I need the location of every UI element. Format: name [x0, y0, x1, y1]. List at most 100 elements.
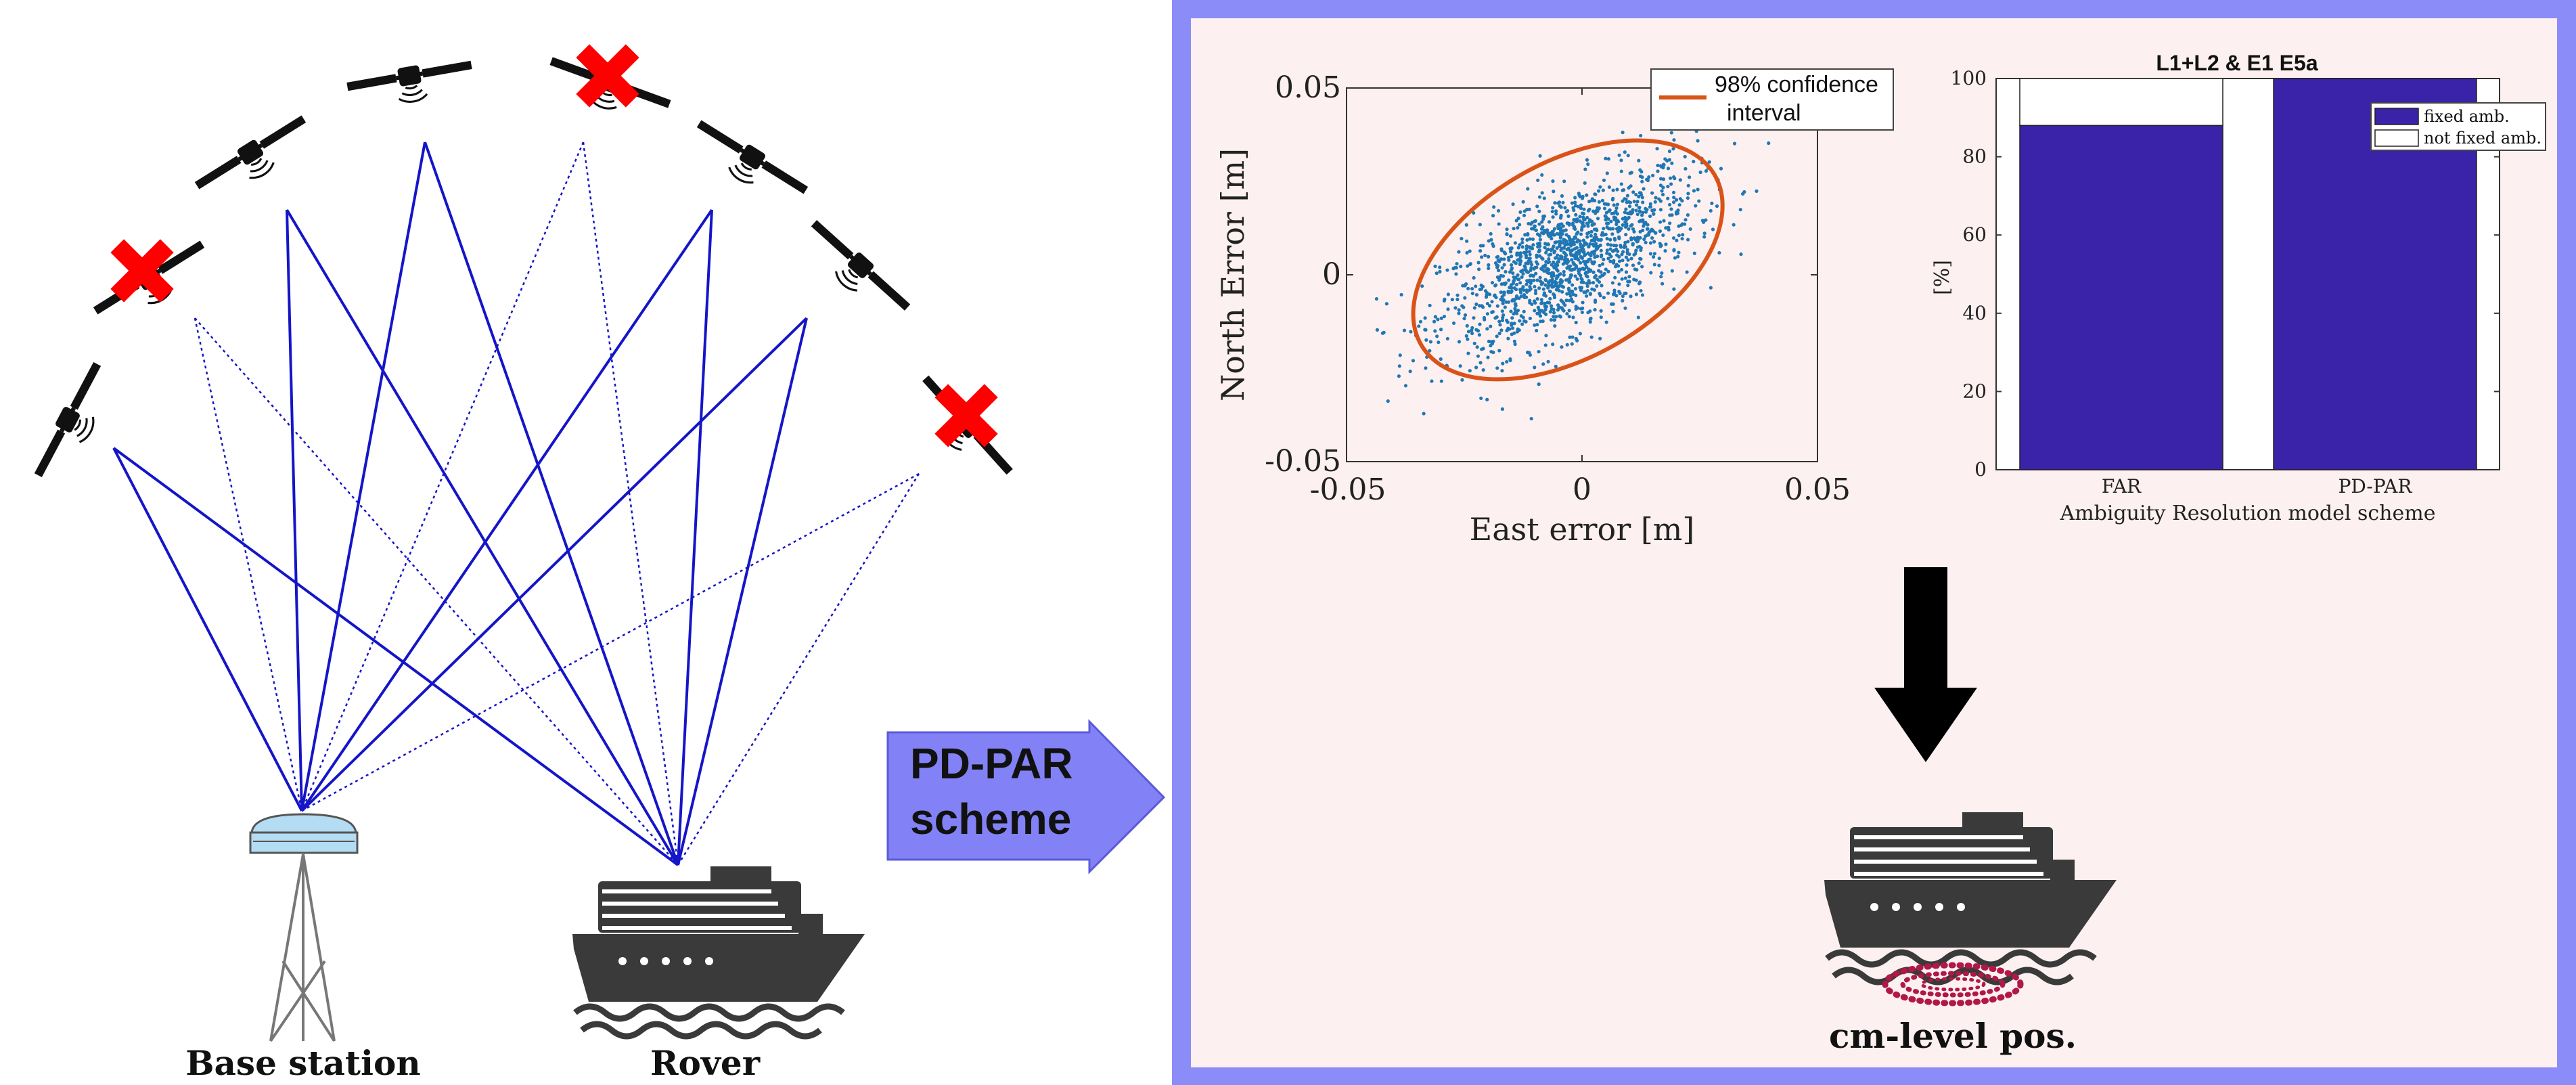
scatter-point: [1463, 313, 1468, 317]
scatter-point: [1644, 240, 1648, 244]
scatter-point: [1590, 287, 1594, 291]
scatter-point: [1512, 227, 1516, 231]
scatter-point: [1512, 312, 1516, 316]
scatter-point: [1466, 351, 1470, 355]
scatter-point: [1454, 272, 1458, 276]
scatter-point: [1540, 220, 1544, 224]
scatter-point: [1585, 235, 1589, 239]
scatter-point: [1435, 334, 1439, 338]
scatter-point: [1485, 291, 1489, 295]
scatter-point: [1585, 231, 1589, 236]
scatter-point: [1632, 236, 1636, 240]
scatter-point: [1544, 334, 1548, 338]
scatter-point: [1470, 326, 1474, 330]
scatter-point: [1609, 219, 1613, 223]
scatter-point: [1579, 280, 1583, 284]
scatter-point: [1504, 269, 1508, 274]
scatter-point: [1541, 217, 1545, 221]
scatter-point: [1711, 227, 1715, 231]
scatter-point: [1585, 284, 1589, 288]
scatter-point: [1624, 219, 1628, 223]
scatter-point: [1579, 277, 1583, 281]
scatter-point: [1553, 280, 1558, 284]
scatter-point: [1423, 328, 1427, 332]
scatter-point: [1565, 342, 1569, 347]
scatter-point: [1621, 298, 1625, 303]
scatter-point: [1498, 323, 1502, 327]
scatter-point: [1686, 192, 1690, 196]
scatter-point: [1568, 275, 1573, 280]
scatter-point: [1660, 282, 1665, 286]
scatter-point: [1656, 163, 1660, 168]
scatter-point: [1732, 141, 1737, 146]
scatter-point: [1570, 258, 1574, 262]
x-tick-label: 0.05: [1784, 472, 1851, 507]
scatter-point: [1671, 200, 1676, 204]
scatter-point: [1667, 149, 1672, 154]
scatter-point: [1568, 294, 1573, 298]
scatter-point: [1455, 262, 1459, 266]
scatter-point: [1516, 216, 1520, 221]
scatter-point: [1692, 189, 1696, 193]
scatter-point: [1619, 169, 1623, 173]
scatter-point: [1574, 336, 1578, 340]
scatter-point: [1629, 257, 1633, 261]
scatter-point: [1625, 200, 1629, 204]
scatter-point: [1658, 199, 1663, 203]
scatter-point: [1686, 183, 1690, 187]
scatter-point: [1508, 286, 1512, 290]
scatter-point: [1604, 267, 1608, 271]
scatter-point: [1595, 254, 1600, 259]
scatter-point: [1509, 263, 1514, 267]
scatter-point: [1524, 319, 1528, 324]
scatter-point: [1543, 303, 1547, 307]
scatter-point: [1533, 284, 1537, 289]
scatter-point: [1478, 223, 1482, 227]
scatter-point: [1638, 168, 1642, 172]
scatter-point: [1542, 228, 1546, 233]
scatter-point: [1658, 208, 1663, 212]
scatter-point: [1573, 257, 1577, 261]
scatter-point: [1593, 300, 1598, 304]
scatter-point: [1509, 290, 1513, 294]
scatter-point: [1500, 309, 1504, 313]
scatter-point: [1468, 249, 1472, 253]
scatter-point: [1495, 366, 1499, 370]
scatter-point: [1514, 219, 1518, 223]
scatter-point: [1463, 296, 1467, 300]
scatter-point: [1673, 256, 1677, 260]
scatter-point: [1555, 246, 1559, 250]
scatter-point: [1507, 278, 1511, 282]
scatter-point: [1520, 240, 1524, 245]
scatter-point: [1626, 240, 1630, 244]
scatter-point: [1559, 205, 1563, 209]
scatter-point: [1423, 316, 1427, 320]
scatter-point: [1605, 221, 1609, 225]
scatter-point: [1556, 224, 1560, 229]
scatter-point: [1646, 227, 1650, 231]
scatter-point: [1576, 204, 1580, 208]
bar-y-tick-label: 20: [1962, 380, 1987, 402]
scatter-point: [1533, 224, 1537, 228]
scatter-point: [1551, 271, 1555, 275]
scatter-point: [1557, 273, 1562, 277]
scatter-point: [1531, 243, 1535, 247]
scatter-point: [1552, 307, 1556, 311]
scatter-point: [1640, 179, 1644, 183]
scatter-point: [1573, 247, 1577, 251]
dotted-link-line: [301, 472, 920, 812]
scatter-point: [1626, 284, 1630, 288]
scatter-point: [1673, 177, 1677, 181]
scatter-point: [1537, 349, 1541, 354]
x-tick-label: 0: [1573, 472, 1591, 507]
scatter-point: [1698, 170, 1702, 175]
scatter-point: [1520, 245, 1524, 249]
scatter-point: [1627, 211, 1631, 216]
scatter-point: [1497, 319, 1501, 324]
scatter-point: [1692, 251, 1696, 255]
scatter-point: [1537, 249, 1541, 253]
scatter-point: [1547, 257, 1551, 261]
scatter-point: [1493, 284, 1497, 288]
scatter-point: [1514, 282, 1519, 287]
scatter-point: [1601, 188, 1605, 192]
